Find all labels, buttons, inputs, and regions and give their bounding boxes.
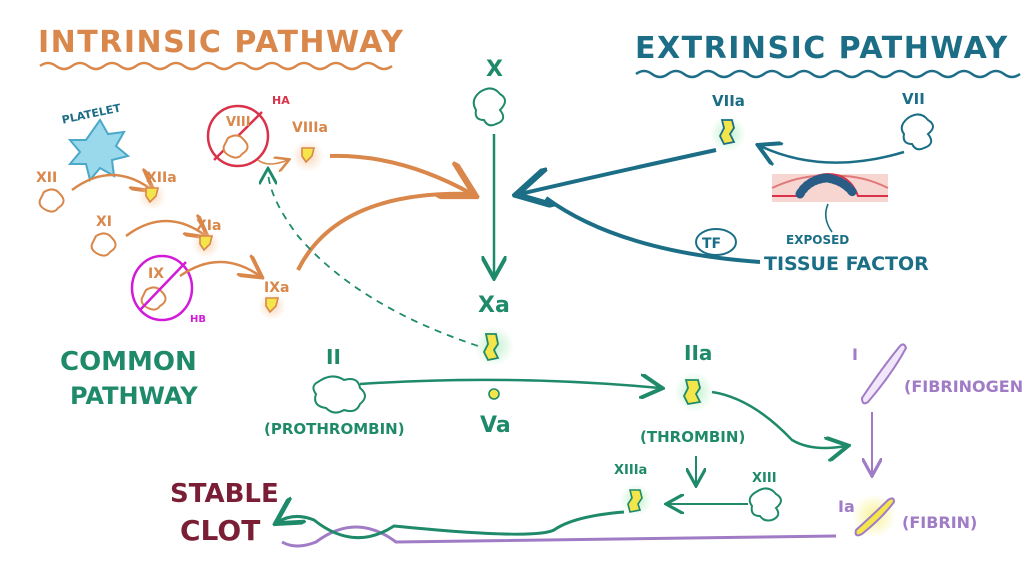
extrinsic-title: EXTRINSIC PATHWAY (635, 31, 1009, 66)
factor-xi-icon (90, 232, 117, 257)
ii-to-iia-arrow (359, 380, 660, 388)
exposed-label: EXPOSED (786, 233, 849, 247)
fibrin-strand-purple (281, 525, 837, 548)
xi-to-xia-arrow (125, 221, 206, 236)
factor-xia-icon (199, 235, 214, 252)
stable-clot-line1: STABLE (170, 479, 279, 509)
xiiia-label: XIIIa (614, 463, 647, 478)
stable-clot-line2: CLOT (180, 514, 260, 547)
common-title-line2: PATHWAY (70, 382, 198, 410)
factor-ii-prothrombin-icon (312, 375, 366, 414)
fibrinogen-icon (860, 343, 908, 405)
viiia-to-x-arrow (329, 153, 472, 194)
fibrin-icon (854, 497, 896, 537)
vii-label: VII (902, 90, 925, 108)
ix-label: IX (148, 266, 164, 282)
ix-to-ixa-arrow (179, 262, 260, 276)
hb-label: HB (190, 314, 206, 325)
factor-xiii-icon (748, 487, 782, 522)
xiii-label: XIII (752, 471, 777, 486)
hb-strike-line (139, 261, 187, 311)
i-label: I (852, 345, 858, 364)
fibrinogen-label: (FIBRINOGEN (904, 377, 1023, 396)
xiia-label: XIIa (146, 170, 177, 186)
factor-xa-icon (482, 333, 500, 362)
xi-label: XI (96, 214, 112, 230)
viia-to-x-arrow (520, 148, 717, 194)
ha-label: HA (272, 94, 290, 107)
xa-label: Xa (478, 293, 510, 318)
xii-to-xiia-arrow (71, 175, 152, 190)
intrinsic-title: INTRINSIC PATHWAY (38, 25, 404, 60)
factor-viia-icon (718, 119, 736, 146)
factor-xii-icon (38, 188, 65, 213)
factor-viii-icon (222, 134, 249, 159)
xiiia-crosslink-strand (278, 512, 625, 540)
factor-va-icon (488, 388, 500, 400)
factor-ix-icon (140, 286, 167, 311)
viia-label: VIIa (712, 92, 745, 110)
viiia-label: VIIIa (292, 120, 328, 136)
thrombin-label: (THROMBIN) (640, 428, 745, 446)
ixa-to-x-arrow (296, 191, 473, 271)
iia-to-fibrinogen-arrow (711, 390, 846, 448)
factor-xiia-icon (145, 187, 160, 204)
ia-label: Ia (838, 497, 855, 516)
prothrombin-label: (PROTHROMBIN) (264, 420, 405, 438)
tf-to-x-arrow (544, 196, 761, 264)
factor-iia-thrombin-icon (682, 379, 702, 405)
damaged-vessel-icon (771, 172, 889, 202)
ha-deficiency-circle (206, 104, 270, 168)
iia-label: IIa (684, 341, 712, 365)
ii-label: II (326, 345, 341, 369)
factor-x-icon (472, 87, 506, 127)
common-title-line1: COMMON (60, 347, 197, 377)
intrinsic-underline (39, 61, 393, 71)
tf-label: TF (702, 236, 721, 252)
viii-to-viiia-arrow (257, 160, 288, 164)
va-label: Va (480, 413, 511, 438)
extrinsic-underline (635, 69, 1021, 79)
factor-vii-icon (900, 113, 934, 151)
factor-viiia-icon (301, 147, 316, 164)
xia-label: XIa (196, 218, 221, 234)
platelet-label: PLATELET (61, 101, 123, 126)
ixa-label: IXa (264, 280, 289, 296)
tissue-pointer-line (824, 203, 833, 233)
tissue-factor-label: TISSUE FACTOR (764, 253, 929, 275)
xa-feedback-dashed-arrow (268, 170, 479, 347)
platelet-icon (67, 118, 131, 183)
factor-xiiia-icon (627, 489, 643, 513)
xii-label: XII (36, 170, 57, 186)
x-label: X (486, 57, 503, 82)
tf-bubble (695, 228, 737, 256)
viii-label: VIII (226, 115, 251, 130)
fibrin-label: (FIBRIN) (902, 513, 977, 532)
hb-deficiency-circle (130, 254, 194, 322)
factor-ixa-icon (265, 297, 280, 314)
vii-to-viia-arrow (760, 146, 905, 163)
